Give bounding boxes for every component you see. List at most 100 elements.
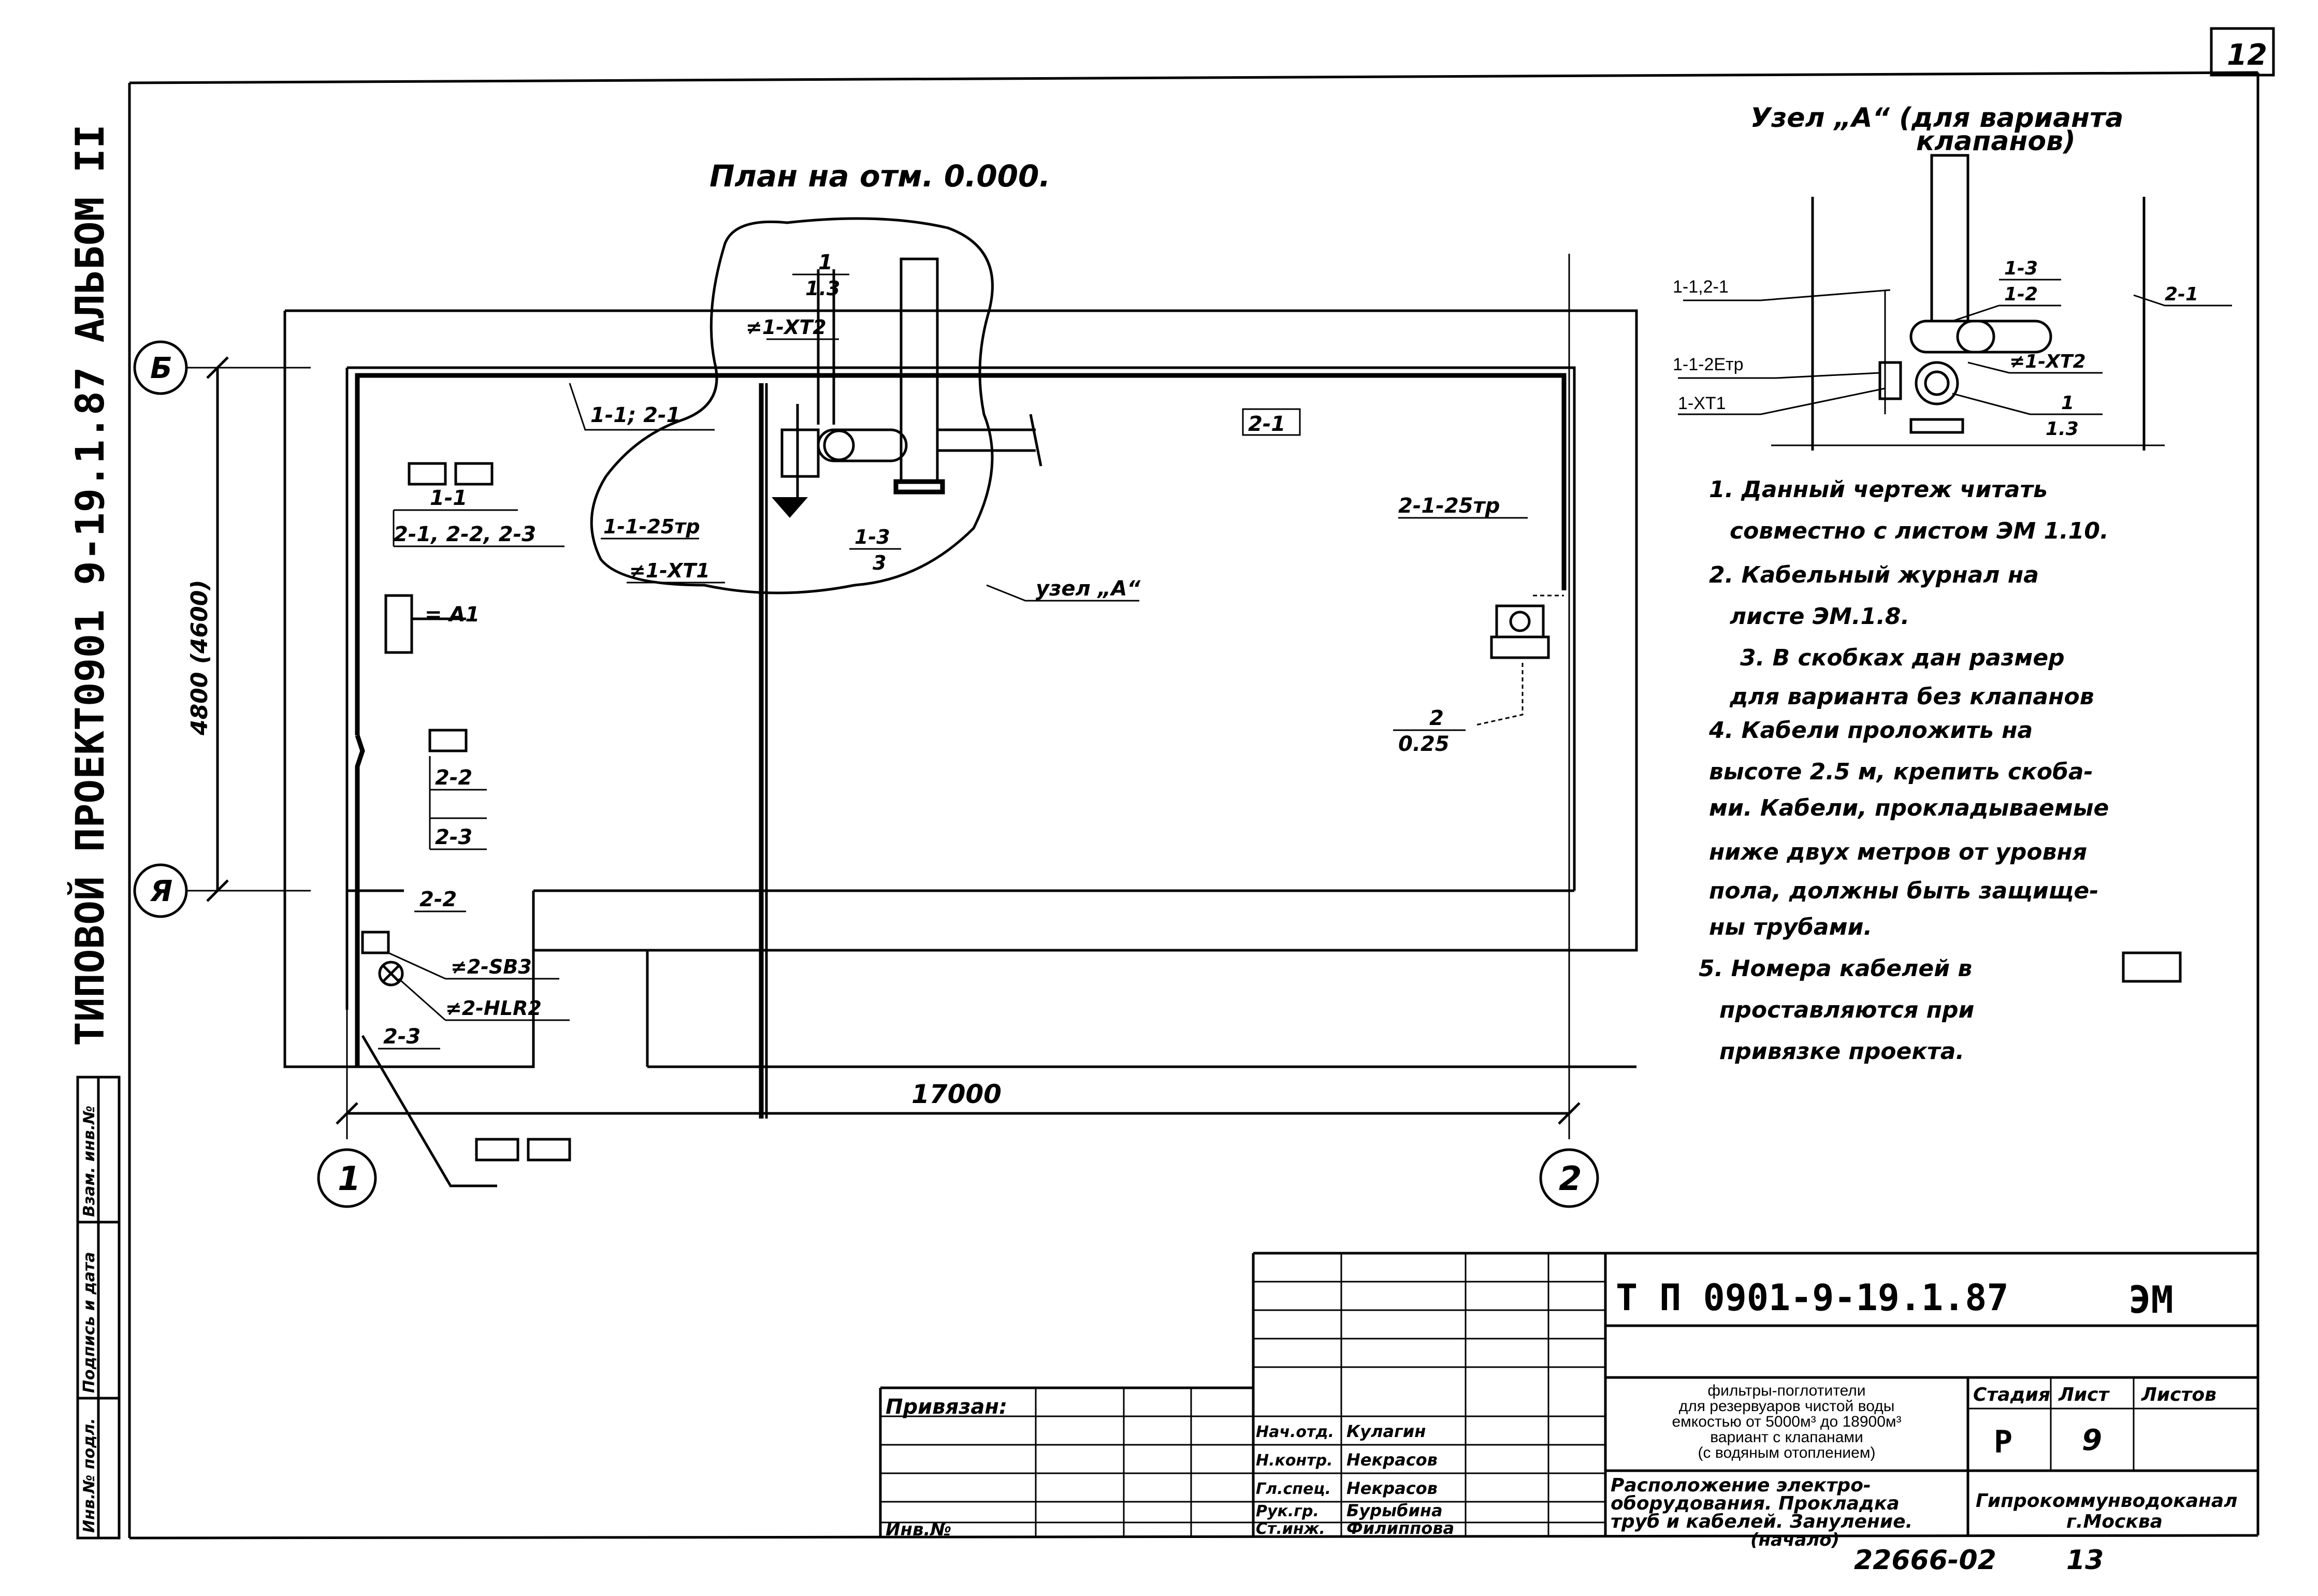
lbl-c11-21: 1-1; 2-1 xyxy=(590,403,680,427)
node-a-frac-top: 1 xyxy=(2061,393,2074,414)
dim-width: 17000 xyxy=(911,1079,1002,1109)
lbl-xt2: ≠1-ХТ2 xyxy=(746,316,827,339)
lbl-b21-22-23: 2-1, 2-2, 2-3 xyxy=(394,523,536,546)
tb-stage-label: Стадия xyxy=(1973,1384,2050,1405)
note-line: ми. Кабели, прокладываемые xyxy=(1709,795,2109,821)
tb-name: Филиппова xyxy=(1346,1518,1454,1538)
axis-ya: Я xyxy=(150,875,172,908)
node-a-l13: 1-3 xyxy=(2004,258,2038,279)
lbl-sb3: ≠2-SB3 xyxy=(451,955,532,978)
tb-name: Бурыбина xyxy=(1346,1501,1443,1520)
note-line: 3. В скобках дан размер xyxy=(1740,645,2065,671)
sheet-number: 12 xyxy=(2227,38,2267,72)
node-a-lxt1: 1-ХТ1 xyxy=(1678,394,1726,413)
lbl-b11: 1-1 xyxy=(430,486,467,510)
node-a-title-2: клапанов) xyxy=(1916,126,2076,157)
note-line: совместно с листом ЭМ 1.10. xyxy=(1730,518,2109,544)
lbl-f2-top: 2 xyxy=(1429,706,1444,730)
tb-sheet-title: труб и кабелей. Зануление. xyxy=(1611,1511,1913,1532)
note-line: ниже двух метров от уровня xyxy=(1709,839,2087,865)
tb-sheets-label: Листов xyxy=(2141,1384,2216,1405)
tb-name: Некрасов xyxy=(1346,1478,1438,1498)
lbl-b22: 2-2 xyxy=(435,766,472,790)
notes: 1. Данный чертеж читать совместно с лист… xyxy=(1699,476,2182,1065)
plan-view: План на отм. 0.000. xyxy=(133,158,1638,1208)
tb-role: Н.контр. xyxy=(1256,1452,1332,1470)
lbl-b23: 2-3 xyxy=(435,825,472,849)
tb-stage: Р xyxy=(1994,1424,2012,1460)
tb-archive: 22666-02 xyxy=(1854,1545,1996,1576)
lbl-frac-bot: 1.3 xyxy=(805,277,840,300)
album-line: ТИПОВОЙ ПРОЕКТ0901 9-19.1.87 АЛЬБОМ II xyxy=(67,124,113,1046)
note-line: листе ЭМ.1.8. xyxy=(1730,603,1909,630)
lbl-f13-bot: 3 xyxy=(873,552,886,574)
side-stamp: ТИПОВОЙ ПРОЕКТ0901 9-19.1.87 АЛЬБОМ II И… xyxy=(67,124,121,1540)
lbl-f2-bot: 0.25 xyxy=(1398,732,1450,756)
tb-role: Нач.отд. xyxy=(1256,1423,1334,1441)
lbl-a1: = А1 xyxy=(425,603,480,627)
lbl-c22: 2-2 xyxy=(419,888,457,911)
note-line: проставляются при xyxy=(1719,997,1974,1023)
lbl-c23: 2-3 xyxy=(383,1025,421,1049)
lbl-c2-25tr: 2-1-25тр xyxy=(1398,494,1500,518)
lbl-c1-25tr: 1-1-25тр xyxy=(603,515,700,538)
tb-name: Некрасов xyxy=(1346,1450,1438,1470)
note-line: пола, должны быть защище- xyxy=(1709,878,2099,904)
tb-desc-line: фильтры-поглотители xyxy=(1707,1382,1865,1399)
tb-name: Кулагин xyxy=(1346,1421,1426,1441)
lbl-xt1: ≠1-ХТ1 xyxy=(629,559,710,582)
tb-role: Ст.инж. xyxy=(1256,1520,1325,1538)
lbl-hl2: ≠2-HLR2 xyxy=(445,997,542,1020)
uzel-ref: узел „А“ xyxy=(1036,577,1141,601)
note-line: 5. Номера кабелей в xyxy=(1699,955,1972,982)
note-line: 1. Данный чертеж читать xyxy=(1709,476,2048,503)
tb-org: Гипрокоммунводоканал xyxy=(1976,1490,2237,1512)
note-line: привязке проекта. xyxy=(1719,1038,1964,1065)
tb-mark: ЭМ xyxy=(2128,1278,2174,1322)
node-a-detail: Узел „А“ (для варианта клапанов) 1-1,2-1… xyxy=(1673,103,2232,451)
cable-number-box xyxy=(2122,951,2182,983)
node-a-l12: 1-2 xyxy=(2004,284,2038,305)
note-line: для варианта без клапанов xyxy=(1729,684,2094,710)
plan-title: План на отм. 0.000. xyxy=(709,158,1050,194)
sheet-frame: 12 xyxy=(128,27,2275,1540)
node-a-lxt2: ≠1-ХТ2 xyxy=(2009,351,2086,372)
tb-role: Гл.спец. xyxy=(1256,1480,1331,1498)
note-line: 2. Кабельный журнал на xyxy=(1709,562,2039,588)
tb-org: г.Москва xyxy=(2066,1511,2163,1532)
stamp-cell-sign: Подпись и дата xyxy=(80,1252,98,1393)
tb-sheet-title: (начало) xyxy=(1750,1530,1839,1550)
axis-2: 2 xyxy=(1559,1160,1582,1198)
tb-desc-line: вариант с клапанами xyxy=(1710,1429,1863,1446)
node-a-l21: 2-1 xyxy=(2165,284,2198,305)
stamp-cell-inv: Инв.№ подл. xyxy=(80,1418,98,1533)
tb-code: Т П 0901-9-19.1.87 xyxy=(1616,1276,2009,1319)
node-a-l11-21: 1-1,2-1 xyxy=(1673,277,1729,297)
tb-desc-line: (с водяным отоплением) xyxy=(1698,1444,1876,1461)
tb-inv: Инв.№ xyxy=(886,1519,951,1540)
axis-b: Б xyxy=(150,352,172,385)
tb-sheet-title: Расположение электро- xyxy=(1611,1475,1871,1496)
tb-role: Рук.гр. xyxy=(1256,1502,1319,1520)
tb-sheet-title: оборудования. Прокладка xyxy=(1611,1493,1900,1514)
axis-1: 1 xyxy=(338,1160,361,1198)
tb-privyazan: Привязан: xyxy=(886,1395,1007,1419)
tb-sheet-label: Лист xyxy=(2058,1384,2110,1405)
lbl-f13-top: 1-3 xyxy=(854,526,890,548)
tb-desc-line: для резервуаров чистой воды xyxy=(1679,1398,1895,1415)
lbl-frac-top: 1 xyxy=(818,251,833,274)
note-line: высоте 2.5 м, крепить скоба- xyxy=(1709,759,2093,785)
node-a-l112: 1-1-2Етр xyxy=(1673,355,1744,374)
dim-height: 4800 (4600) xyxy=(186,580,213,736)
node-a-title-1: Узел „А“ (для варианта xyxy=(1750,103,2123,134)
lbl-c21: 2-1 xyxy=(1248,412,1285,436)
node-a-frac-bot: 1.3 xyxy=(2046,418,2079,440)
stamp-cell-replace: Взам. инв.№ xyxy=(80,1106,98,1217)
note-line: ны трубами. xyxy=(1709,914,1872,940)
title-block: Т П 0901-9-19.1.87 ЭМ фильтры-поглотител… xyxy=(879,1252,2258,1576)
tb-desc-line: емкостью от 5000м³ до 18900м³ xyxy=(1672,1413,1901,1430)
note-line: 4. Кабели проложить на xyxy=(1708,717,2033,744)
tb-archive-sheet: 13 xyxy=(2066,1545,2104,1576)
tb-sheet: 9 xyxy=(2082,1424,2102,1457)
